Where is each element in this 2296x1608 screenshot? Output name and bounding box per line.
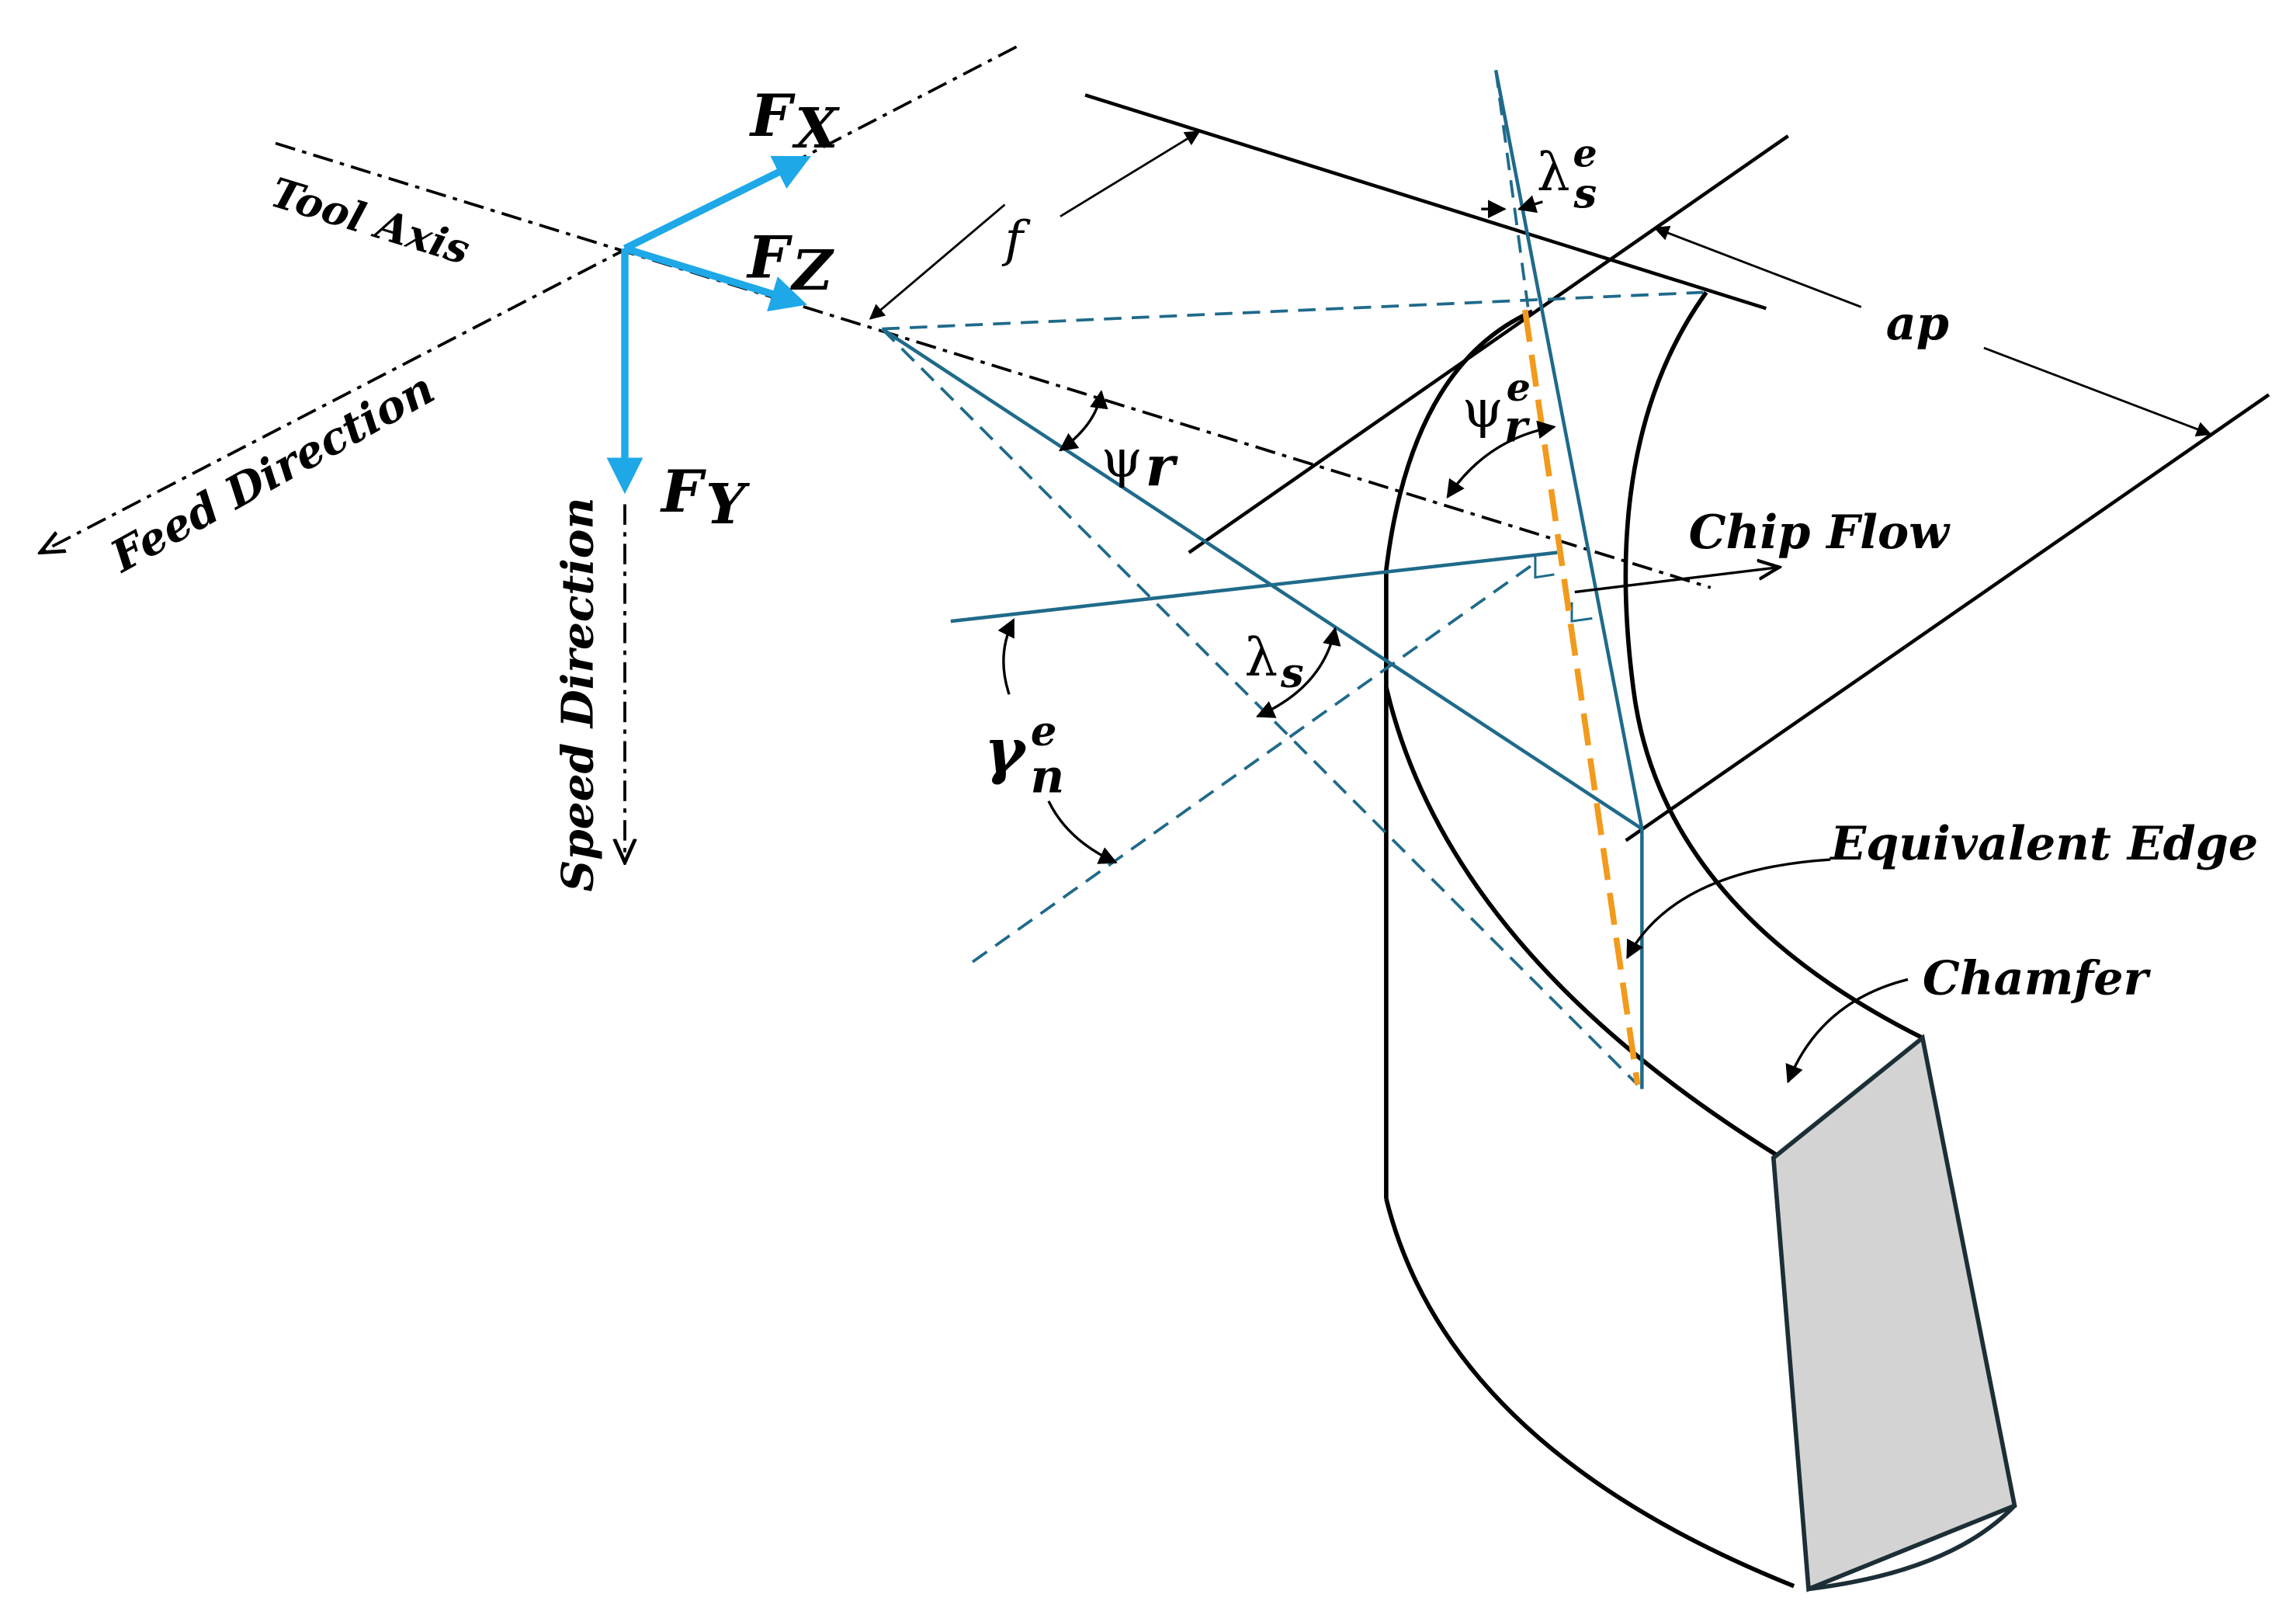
psi-r-arc (1059, 390, 1108, 452)
force-x-vector (623, 155, 811, 252)
top-dashed-line (882, 290, 1704, 331)
f-dimension-label: f (1001, 210, 1031, 268)
tool-body (1384, 290, 1924, 1589)
rake-reference-line (950, 550, 1558, 623)
rake-face-outer-curve (1384, 309, 1534, 1199)
angle-arcs (997, 195, 1909, 1084)
rake-face-inner-curve (1623, 290, 1924, 1040)
ap-reference-line-upper (1188, 134, 1789, 554)
ap-reference-line-lower (1625, 393, 2270, 842)
force-z-vector (623, 245, 807, 312)
tool-axis-label: Tool Axis (265, 169, 475, 274)
dimension-lines (1084, 93, 2270, 842)
feed-direction-label: Feed Direction (101, 363, 442, 583)
gamma-n-e-arc-upper (997, 618, 1015, 695)
tool-geometry-lines (881, 69, 1644, 1089)
f-dimension-arrow-left (869, 203, 1006, 320)
gamma-n-e-arc-lower (1047, 800, 1118, 864)
equivalent-edge-leader (1626, 858, 1831, 960)
force-y-label: FY (660, 457, 750, 537)
psi-r-e-arc (1446, 420, 1556, 499)
vertical-dashed-line (1494, 70, 1530, 307)
ap-dimension-arrow-left (1653, 225, 1862, 308)
tool-axis-line (275, 141, 1712, 589)
feed-direction-line (40, 45, 1018, 552)
lambda-s-e-arrow-right (1517, 195, 1543, 214)
f-dimension-arrow-right (1060, 130, 1201, 217)
equivalent-edge-line (1522, 309, 1641, 1085)
right-angle-marks (1534, 555, 1593, 623)
chip-flow-label: Chip Flow (1689, 505, 1951, 560)
ap-dimension-label: ap (1886, 296, 1949, 351)
axis-lines (40, 45, 1712, 863)
f-reference-line (1084, 93, 1767, 311)
force-x-label: FX (749, 81, 840, 161)
ap-dimension-arrow-right (1983, 346, 2212, 437)
chamfer-label: Chamfer (1923, 950, 2152, 1005)
chamfer-leader (1785, 978, 1909, 1084)
chip-flow-arrow (1574, 567, 1780, 594)
equivalent-edge-label: Equivalent Edge (1829, 816, 2258, 871)
front-flank-curve (1384, 686, 1778, 1157)
psi-r-label: ψr (1101, 428, 1179, 498)
force-z-label: FZ (746, 223, 834, 303)
bottom-curve (1384, 1198, 1795, 1589)
lambda-s-arc (1256, 627, 1341, 718)
chamfer-face (1771, 1033, 2017, 1592)
lower-dashed-line (971, 561, 1537, 964)
dimension-arrows (869, 130, 2212, 437)
force-vectors (606, 155, 811, 495)
speed-direction-label: Speed Direction (553, 497, 604, 891)
chamfer-bottom-edge (1808, 1504, 2017, 1592)
main-cutting-edge (881, 327, 1643, 831)
